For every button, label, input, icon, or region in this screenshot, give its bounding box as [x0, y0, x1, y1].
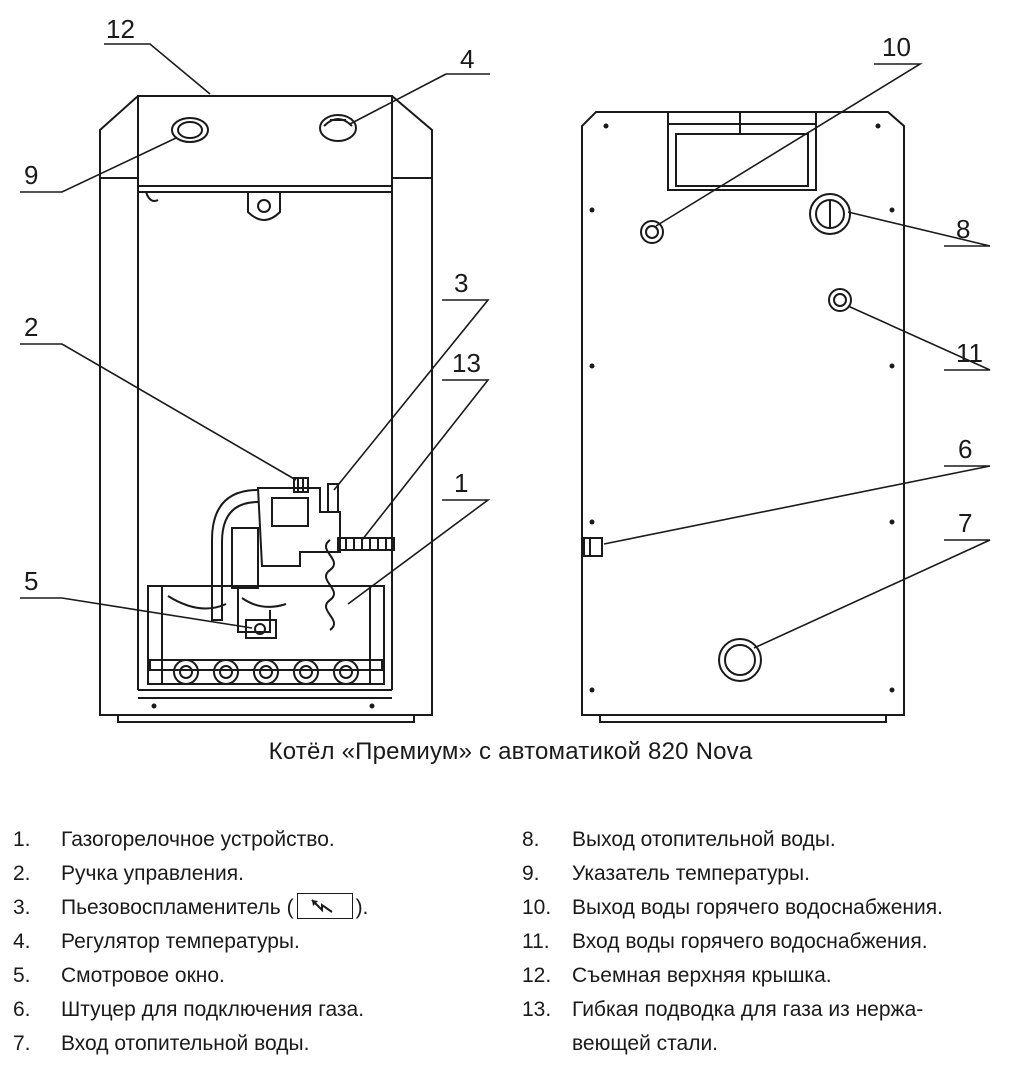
legend-item: 4. Регулятор температуры. — [13, 925, 368, 959]
legend-number: 8. — [522, 828, 540, 851]
leader-lines — [20, 43, 991, 649]
legend-item: 9. Указатель температуры. — [522, 857, 943, 891]
legend-item: 8. Выход отопительной воды. — [522, 823, 943, 857]
flexible-gas-hose — [337, 537, 395, 551]
callout-13: 13 — [452, 348, 481, 378]
legend-item: 2. Ручка управления. — [13, 857, 368, 891]
legend-left: 1. Газогорелочное устройство. 2. Ручка упр… — [13, 823, 368, 1061]
diagram-caption: Котёл «Премиум» с автоматикой 820 Nova — [268, 738, 753, 765]
legend-text: Выход воды горячего водоснабжения. — [572, 896, 943, 919]
legend-number: 3. — [13, 896, 31, 919]
callout-5: 5 — [24, 566, 38, 596]
legend-text: Гибкая подводка для газа из нержа- — [572, 998, 924, 1021]
temperature-regulator — [319, 114, 357, 142]
callout-12: 12 — [106, 14, 135, 44]
gas-burner-assembly — [167, 477, 395, 639]
removable-top-cover — [137, 95, 393, 193]
legend-text: Регулятор температуры. — [61, 930, 300, 953]
hanging-bracket — [145, 191, 281, 221]
callout-11: 11 — [956, 338, 983, 368]
callout-labels: 12 4 9 2 3 13 1 5 10 8 11 6 7 — [24, 14, 983, 596]
callout-6: 6 — [958, 434, 972, 464]
boiler-back-view — [581, 111, 905, 723]
legend-item: 11. Вход воды горячего водоснабжения. — [522, 925, 943, 959]
flue-outlet — [667, 111, 817, 191]
legend-text: Смотровое окно. — [61, 964, 225, 987]
callout-9: 9 — [24, 160, 38, 190]
legend-number: 5. — [13, 964, 31, 987]
legend-item: 3. Пьезовоспламенитель (). — [13, 891, 368, 925]
legend-text: Выход отопительной воды. — [572, 828, 836, 851]
legend-item: 6. Штуцер для подключения газа. — [13, 993, 368, 1027]
burner-box — [147, 585, 385, 685]
callout-8: 8 — [956, 214, 970, 244]
legend-item: 1. Газогорелочное устройство. — [13, 823, 368, 857]
legend-item: 13. Гибкая подводка для газа из нержа- — [522, 993, 943, 1027]
hot-water-inlet — [828, 288, 852, 312]
control-knob — [293, 477, 309, 493]
legend-item: веющей стали. — [522, 1027, 943, 1061]
legend-text: Ручка управления. — [61, 862, 244, 885]
legend-number: 13. — [522, 998, 552, 1021]
legend-number: 7. — [13, 1032, 31, 1055]
legend-number: 10. — [522, 896, 552, 919]
boiler-front-view — [99, 95, 433, 723]
callout-10: 10 — [882, 32, 911, 62]
legend-item: 5. Смотровое окно. — [13, 959, 368, 993]
legend-text: Газогорелочное устройство. — [61, 828, 335, 851]
boiler-diagram: 12 4 9 2 3 13 1 5 10 8 11 6 7 — [20, 14, 991, 723]
heating-water-outlet — [809, 193, 851, 235]
callout-3: 3 — [454, 268, 468, 298]
legend-item: 10. Выход воды горячего водоснабжения. — [522, 891, 943, 925]
gas-connection-fitting — [583, 537, 603, 557]
legend-text: Съемная верхняя крышка. — [572, 964, 832, 987]
piezo-igniter — [327, 483, 339, 513]
legend-number: 4. — [13, 930, 31, 953]
inspection-window — [245, 619, 277, 639]
heating-water-inlet — [718, 638, 762, 682]
legend-number: 1. — [13, 828, 31, 851]
legend-text: Указатель температуры. — [572, 862, 810, 885]
legend-right: 8. Выход отопительной воды. 9. Указатель т… — [522, 823, 943, 1061]
legend-number: 2. — [13, 862, 31, 885]
legend-text: веющей стали. — [572, 1032, 719, 1055]
piezo-igniter-icon — [296, 893, 353, 919]
callout-7: 7 — [958, 508, 972, 538]
legend-text: Пьезовоспламенитель ( — [61, 896, 294, 919]
legend-text: Вход воды горячего водоснабжения. — [572, 930, 928, 953]
legend-number: 6. — [13, 998, 31, 1021]
legend-number: 9. — [522, 862, 540, 885]
legend-number: 12. — [522, 964, 552, 987]
legend-item: 7. Вход отопительной воды. — [13, 1027, 368, 1061]
legend-text: Вход отопительной воды. — [61, 1032, 310, 1055]
legend-text: ). — [355, 896, 369, 919]
hot-water-outlet — [640, 220, 664, 244]
mounting-holes — [151, 123, 895, 709]
legend-text: Штуцер для подключения газа. — [61, 998, 365, 1021]
legend-item: 12. Съемная верхняя крышка. — [522, 959, 943, 993]
temperature-indicator — [171, 117, 209, 143]
callout-1: 1 — [454, 468, 468, 498]
legend-number: 11. — [522, 930, 550, 953]
callout-2: 2 — [24, 312, 38, 342]
callout-4: 4 — [460, 44, 474, 74]
